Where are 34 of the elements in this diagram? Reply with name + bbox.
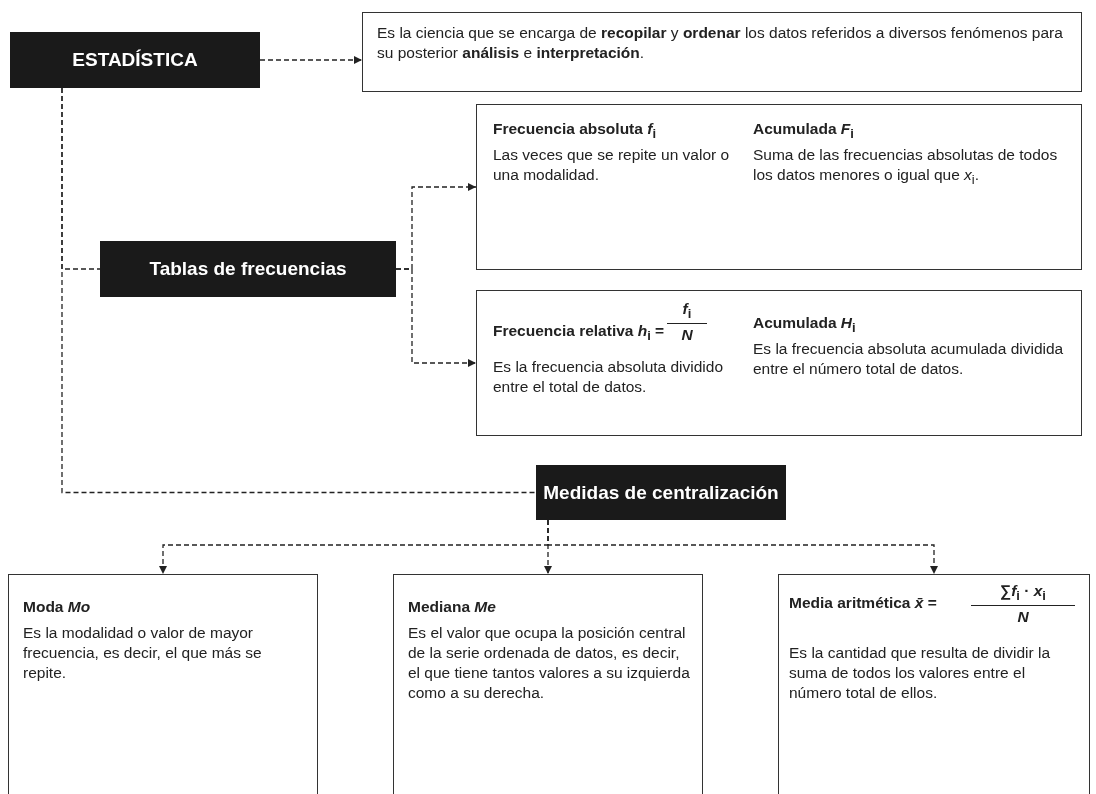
body-text: Es el valor que ocupa la posición central de la serie ordenada de datos, es decir, el que tiene tantos valores a su izquierda como a su derecha. bbox=[408, 623, 691, 704]
title-box bbox=[536, 465, 786, 520]
title-box bbox=[100, 241, 396, 297]
body-text: Es la modalidad o valor de mayor frecuencia, es decir, el que más se repite. bbox=[23, 623, 263, 684]
formula-denominator: N bbox=[1016, 607, 1030, 627]
heading-text: Frecuencia relativa h$_{i}$ = bbox=[493, 321, 665, 345]
title-text: ESTADÍSTICA bbox=[72, 49, 198, 71]
heading-text: Acumulada F$_{i}$ bbox=[753, 119, 854, 143]
body-text: Suma de las frecuencias absolutas de todos los datos menores o igual que x$_{i}$. bbox=[753, 145, 1059, 190]
heading-text: Frecuencia absoluta f$_{i}$ bbox=[493, 119, 656, 143]
title-box bbox=[10, 32, 260, 88]
body-text: Es la frecuencia absoluta acumulada dividida entre el número total de datos. bbox=[753, 339, 1065, 380]
heading-text: Acumulada H$_{i}$ bbox=[753, 313, 856, 337]
body-text: Es la ciencia que se encarga de recopilar y ordenar los datos referidos a diversos fenómenos para su posterior análisis e interpretación. bbox=[377, 23, 1064, 64]
connector-arrow bbox=[547, 519, 938, 575]
body-text: Las veces que se repite un valor o una modalidad. bbox=[493, 145, 731, 186]
heading-text: Media aritmética x̄ = bbox=[789, 593, 937, 613]
formula-denominator: N bbox=[680, 325, 694, 345]
heading-text: Mediana Me bbox=[408, 597, 496, 617]
info-box bbox=[476, 104, 1082, 270]
title-text: Medidas de centralización bbox=[543, 481, 779, 504]
formula-numerator: ∑f$_{i}$ · x$_{i}$ bbox=[971, 581, 1075, 606]
heading-text: Moda Mo bbox=[23, 597, 91, 617]
info-box bbox=[778, 574, 1090, 794]
info-box bbox=[362, 12, 1082, 92]
connector-arrow bbox=[395, 268, 477, 367]
info-box bbox=[476, 290, 1082, 436]
title-text: Tablas de frecuencias bbox=[149, 258, 347, 280]
info-box bbox=[8, 574, 318, 794]
info-box bbox=[393, 574, 703, 794]
body-text: Es la cantidad que resulta de dividir la suma de todos los valores entre el número total de ellos. bbox=[789, 643, 1052, 704]
connector-arrow bbox=[259, 56, 363, 64]
body-text: Es la frecuencia absoluta dividido entre el total de datos. bbox=[493, 357, 725, 398]
formula-numerator: f$_{i}$ bbox=[667, 299, 707, 324]
